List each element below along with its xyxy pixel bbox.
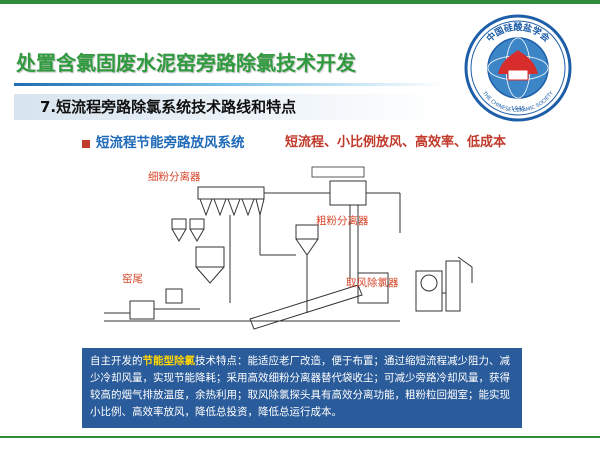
label-bypass-probe: 取风除氯器 xyxy=(346,277,399,289)
label-kiln-tail: 窑尾 xyxy=(122,273,143,285)
top-box xyxy=(329,180,367,206)
label-fine-separator: 细粉分离器 xyxy=(148,171,201,183)
process-diagram-svg xyxy=(104,166,473,330)
kiln-inlet-box xyxy=(129,300,155,320)
section-heading: 短流程节能旁路放风系统 xyxy=(96,135,245,151)
logo-year: 1945 xyxy=(511,106,525,112)
title-underline xyxy=(14,83,444,86)
description-prefix: 自主开发的 xyxy=(90,355,143,367)
smoke-chamber xyxy=(357,272,389,304)
fine-separator-top xyxy=(197,186,265,200)
cooler-body xyxy=(415,270,443,312)
cyclone-small-1 xyxy=(171,218,187,230)
silo-body xyxy=(195,246,225,268)
cyclone-small-2 xyxy=(189,218,205,230)
slide-subtitle: 7.短流程旁路除氯系统技术路线和特点 xyxy=(40,98,297,116)
top-label-box xyxy=(311,166,365,178)
small-unit xyxy=(165,288,183,304)
society-seal-icon: 中国硅酸盐学会 THE CHINESE CERAMIC SOCIETY 1945 xyxy=(464,14,572,122)
stack xyxy=(445,260,461,312)
top-bar xyxy=(0,0,600,4)
description-highlight: 节能型除氯 xyxy=(142,355,196,367)
silo-cone xyxy=(195,266,225,284)
bottom-line xyxy=(0,436,600,438)
cyclone-small-1-cone xyxy=(171,228,187,242)
stack-top xyxy=(457,256,473,283)
coarse-separator-body xyxy=(295,224,319,240)
fine-separator-hoppers xyxy=(199,198,265,217)
bullet-square-icon xyxy=(82,140,90,148)
label-coarse-separator: 粗粉分离器 xyxy=(316,215,369,227)
section-features: 短流程、小比例放风、高效率、低成本 xyxy=(285,135,507,150)
rotary-kiln xyxy=(249,284,363,330)
process-flow-diagram: 细粉分离器 粗粉分离器 窑尾 取风除氯器 xyxy=(100,163,520,353)
description-box: 自主开发的节能型除氯技术特点：能适应老厂改造，便于布置；通过缩短流程减少阻力、减… xyxy=(82,348,522,428)
subtitle-band xyxy=(14,94,444,120)
description-body: 技术特点：能适应老厂改造，便于布置；通过缩短流程减少阻力、减少冷却风量，实现节能… xyxy=(90,355,510,418)
cyclone-small-2-cone xyxy=(189,228,205,242)
slide-title: 处置含氯固废水泥窑旁路除氯技术开发 xyxy=(16,51,356,75)
coarse-separator-cone xyxy=(295,238,319,256)
cooler-fan xyxy=(420,274,438,292)
